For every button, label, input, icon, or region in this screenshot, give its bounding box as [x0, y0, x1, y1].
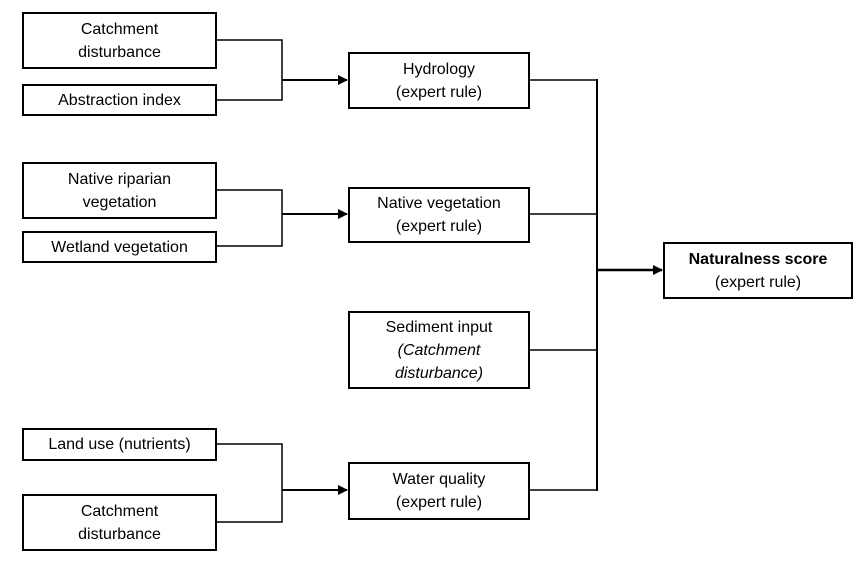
box-label-line: vegetation [82, 193, 157, 211]
input-land-use-nutrients: Land use (nutrients) [22, 428, 217, 461]
edge-catchment-disturbance-to-junction-1 [216, 39, 283, 101]
box-label-line: Wetland vegetation [51, 238, 188, 256]
edge-landuse-catchment-junction-3 [216, 443, 283, 523]
box-label-line-italic: disturbance) [394, 364, 484, 382]
box-label-line: Native vegetation [377, 195, 501, 212]
box-label-line: (expert rule) [395, 494, 483, 511]
box-label-line: (expert rule) [714, 273, 802, 291]
node-water-quality: Water quality (expert rule) [348, 462, 530, 520]
box-label-line: Abstraction index [58, 91, 181, 109]
input-abstraction-index: Abstraction index [22, 84, 217, 116]
node-hydrology: Hydrology (expert rule) [348, 52, 530, 109]
box-label-line: disturbance [78, 525, 161, 543]
edge-riparian-wetland-junction-2 [216, 189, 283, 247]
box-label-line: disturbance [78, 43, 161, 61]
box-label-line: Native riparian [67, 170, 172, 188]
box-label-line: (expert rule) [395, 83, 483, 101]
box-label-line-bold: Naturalness score [688, 250, 828, 268]
box-label-line: (expert rule) [395, 218, 483, 235]
node-sediment-input: Sediment input (Catchment disturbance) [348, 311, 530, 389]
box-label-line: Land use (nutrients) [48, 436, 191, 453]
input-catchment-disturbance-2: Catchment disturbance [22, 494, 217, 551]
input-catchment-disturbance: Catchment disturbance [22, 12, 217, 69]
box-label-line: Catchment [80, 502, 159, 520]
node-native-vegetation: Native vegetation (expert rule) [348, 187, 530, 243]
input-wetland-vegetation: Wetland vegetation [22, 231, 217, 263]
box-label-line: Sediment input [385, 318, 493, 336]
box-label-line: Catchment [80, 20, 159, 38]
box-label-line: Hydrology [402, 60, 476, 78]
input-native-riparian-vegetation: Native riparian vegetation [22, 162, 217, 219]
node-naturalness-score: Naturalness score (expert rule) [663, 242, 853, 299]
box-label-line: Water quality [392, 471, 486, 488]
box-label-line-italic: (Catchment [397, 341, 481, 359]
